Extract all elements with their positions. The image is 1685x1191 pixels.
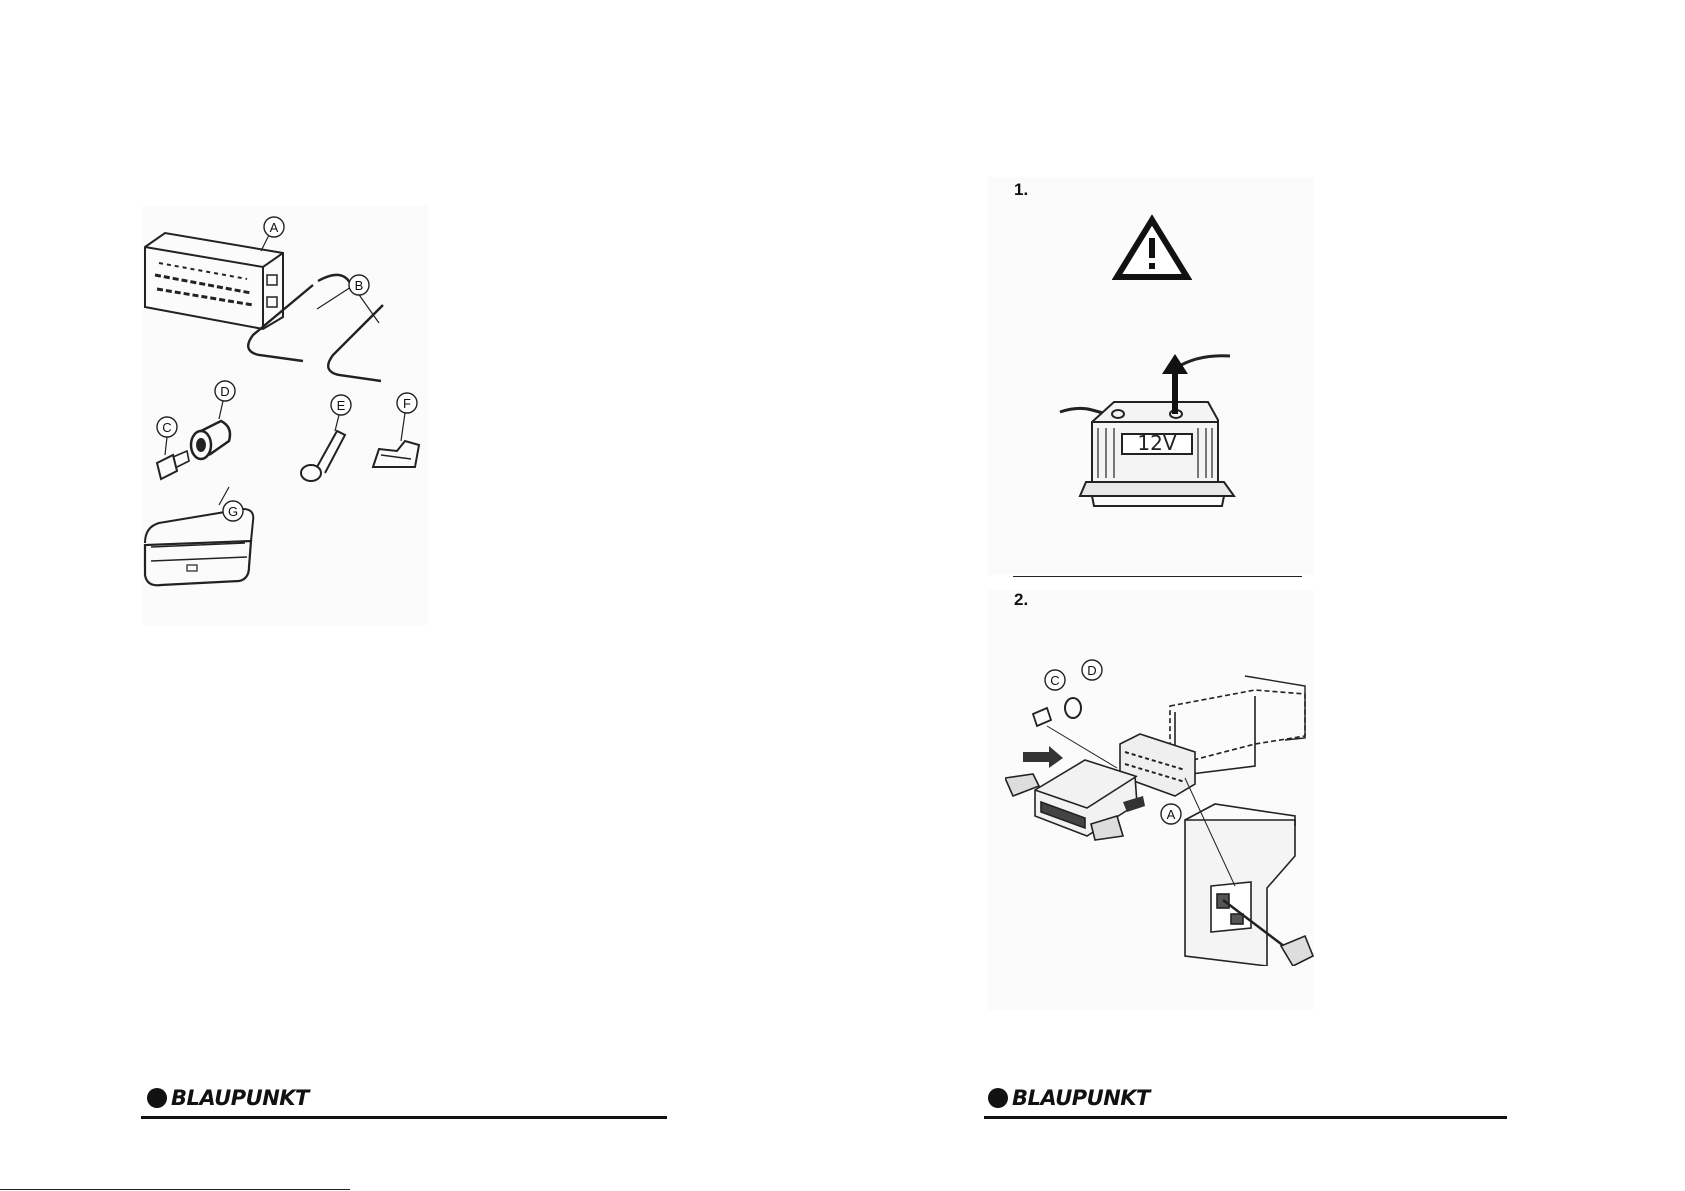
installation-illustration: C D A	[1005, 656, 1315, 971]
step2-callout-d-label: D	[1087, 663, 1096, 678]
rubber-sleeve-drawing	[191, 401, 230, 459]
callout-g: G	[223, 501, 243, 521]
callout-c-label: C	[162, 420, 171, 435]
footer-rule-right	[984, 1116, 1507, 1119]
callout-a-label: A	[270, 220, 279, 235]
warning-triangle-icon	[1112, 214, 1192, 287]
callout-d-label: D	[220, 384, 229, 399]
mounting-frame-drawing	[145, 233, 283, 329]
brand-logo-left: BLAUPUNKT	[147, 1086, 309, 1110]
callout-e: E	[331, 395, 351, 415]
step2-callout-c-label: C	[1050, 673, 1059, 688]
callout-b-label: B	[355, 278, 364, 293]
callout-f-label: F	[403, 396, 411, 411]
step2-number: 2.	[1014, 590, 1028, 610]
footer-rule-left	[141, 1116, 667, 1119]
step2-callout-d: D	[1082, 660, 1102, 680]
callout-a: A	[264, 217, 284, 237]
brand-dot-icon	[988, 1088, 1008, 1108]
brand-dot-icon	[147, 1088, 167, 1108]
bolt-drawing	[157, 437, 189, 479]
callout-e-label: E	[337, 398, 346, 413]
plug-adapter-drawing	[301, 415, 345, 481]
brand-name: BLAUPUNKT	[1012, 1086, 1150, 1110]
brand-name: BLAUPUNKT	[171, 1086, 309, 1110]
step2-callout-c: C	[1045, 670, 1065, 690]
parts-illustration-panel: A B C D E F G	[143, 205, 428, 625]
callout-f: F	[397, 393, 417, 413]
step1-number: 1.	[1014, 180, 1028, 200]
battery-illustration: 12V	[1058, 350, 1248, 515]
parts-illustration: A B C D E F G	[143, 205, 428, 625]
step2-callout-a-label: A	[1167, 807, 1176, 822]
callout-d: D	[215, 381, 235, 401]
clip-drawing	[373, 413, 419, 467]
step2-callout-a: A	[1161, 804, 1181, 824]
brand-logo-right: BLAUPUNKT	[988, 1086, 1150, 1110]
callout-b: B	[349, 275, 369, 295]
step-divider	[1013, 576, 1302, 577]
page-edge-rule	[0, 1189, 350, 1190]
callout-c: C	[157, 417, 177, 437]
callout-g-label: G	[228, 504, 238, 519]
battery-voltage-label: 12V	[1137, 431, 1176, 455]
